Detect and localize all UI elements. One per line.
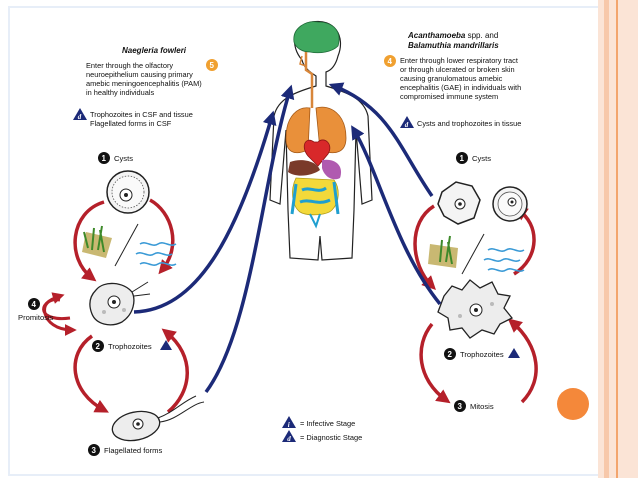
- right-diag-text: Cysts and trophozoites in tissue: [417, 119, 521, 128]
- left-stage2-label: Trophozoites: [108, 342, 152, 351]
- left-infective-stage-marker: [160, 340, 172, 350]
- left-infection-arrow-trophozoite: [133, 110, 277, 314]
- right-cyst-images: [437, 181, 528, 225]
- left-diag-line1: Trophozoites in CSF and tissue: [90, 110, 193, 119]
- right-step4-badge: 4: [384, 55, 396, 67]
- left-cycle-arrows: [42, 198, 189, 414]
- legend-infective-label: = Infective Stage: [300, 419, 355, 428]
- left-step5-line2: neuroepithelium causing primary: [86, 70, 193, 79]
- left-stage3-badge: 3: [88, 444, 100, 456]
- svg-text:d: d: [405, 121, 409, 129]
- right-infection-arrow-cyst: [328, 82, 434, 197]
- svg-text:3: 3: [458, 402, 463, 411]
- svg-text:5: 5: [210, 61, 215, 70]
- left-flagellated-image: [111, 395, 205, 442]
- right-infection-arrow-trophozoite: [351, 125, 442, 306]
- right-stage1-label: Cysts: [472, 154, 491, 163]
- svg-text:2: 2: [448, 350, 453, 359]
- legend: i = Infective Stage d = Diagnostic Stage: [282, 416, 362, 443]
- legend-infective-badge: i: [282, 416, 296, 429]
- left-title: Naegleria fowleri: [122, 46, 187, 55]
- svg-text:1: 1: [102, 154, 107, 163]
- left-cyst-image: [106, 170, 150, 214]
- left-stage4-badge: 4: [28, 298, 40, 310]
- left-stage4-label: Promitosis: [18, 313, 54, 322]
- svg-text:2: 2: [96, 342, 101, 351]
- decorative-orange-circle: [557, 388, 589, 420]
- left-infection-arrow-flagellate: [204, 84, 295, 394]
- svg-text:i: i: [288, 421, 290, 429]
- legend-diagnostic-badge: d: [282, 430, 296, 443]
- right-step4-line4: encephalitis (GAE) in individuals with: [400, 83, 521, 92]
- svg-text:d: d: [287, 435, 291, 443]
- brain-shape: [293, 21, 340, 54]
- left-diag-line2: Flagellated forms in CSF: [90, 119, 172, 128]
- right-trophozoite-image: [437, 279, 514, 339]
- right-step4-line3: causing granulomatous amebic: [400, 74, 503, 83]
- right-step4-line2: or through ulcerated or broken skin: [400, 65, 515, 74]
- right-infective-stage-marker: [508, 348, 520, 358]
- right-step4-line5: compromised immune system: [400, 92, 498, 101]
- left-stage2-badge: 2: [92, 340, 104, 352]
- left-step5-line4: in healthy individuals: [86, 88, 155, 97]
- svg-text:4: 4: [32, 300, 37, 309]
- right-stage1-badge: 1: [456, 152, 468, 164]
- right-stage3-badge: 3: [454, 400, 466, 412]
- human-body-illustration: [269, 20, 373, 261]
- left-diagnostic-badge: d: [73, 108, 87, 121]
- legend-diagnostic-label: = Diagnostic Stage: [300, 433, 362, 442]
- svg-text:4: 4: [388, 57, 393, 66]
- svg-text:3: 3: [92, 446, 97, 455]
- right-stage2-badge: 2: [444, 348, 456, 360]
- left-step5-line1: Enter through the olfactory: [86, 61, 173, 70]
- right-stage3-label: Mitosis: [470, 402, 494, 411]
- left-environment-image: [82, 223, 177, 267]
- right-cycle-arrows: [413, 204, 538, 404]
- left-trophozoite-image: [89, 281, 151, 326]
- svg-text:1: 1: [460, 154, 465, 163]
- svg-text:d: d: [78, 113, 82, 121]
- left-step5-line3: amebic meningoencephalitis (PAM): [86, 79, 202, 88]
- left-stage3-label: Flagellated forms: [104, 446, 162, 455]
- left-stage1-label: Cysts: [114, 154, 133, 163]
- right-title-line1: Acanthamoeba spp. and: [407, 31, 498, 40]
- right-step4-line1: Enter through lower respiratory tract: [400, 56, 518, 65]
- right-diagnostic-badge: d: [400, 116, 414, 129]
- right-environment-image: [428, 233, 525, 275]
- left-step5-badge: 5: [206, 59, 218, 71]
- right-stage2-label: Trophozoites: [460, 350, 504, 359]
- decorative-side-stripe: [598, 0, 638, 478]
- right-title-line2: Balamuthia mandrillaris: [408, 41, 499, 50]
- left-stage1-badge: 1: [98, 152, 110, 164]
